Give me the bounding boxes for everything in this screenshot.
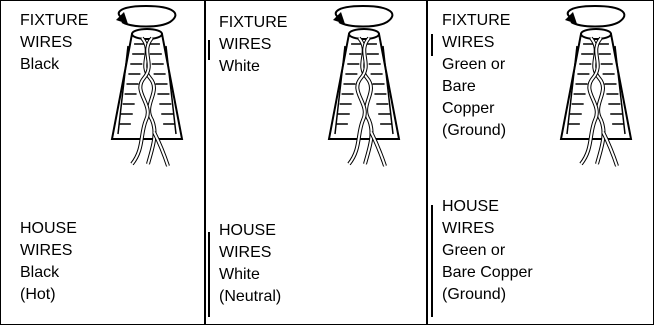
- rotation-arrow-icon: [116, 4, 177, 28]
- panel-divider: [426, 0, 428, 325]
- fixture-wires-label: FIXTURE WIRES Black: [20, 12, 89, 73]
- twisted-wires: [579, 36, 619, 167]
- house-wires-label: HOUSE WIRES White (Neutral): [219, 222, 282, 305]
- rotation-arrow-icon: [565, 4, 626, 28]
- wire-nut-icon: [110, 4, 184, 167]
- panel-black: FIXTURE WIRES Black HOUSE WIRES Black (H…: [0, 0, 205, 325]
- wire-nut-icon: [327, 4, 401, 167]
- wire-nut-body: [327, 28, 401, 140]
- wire-nut-body: [559, 28, 633, 140]
- divider-tick: [208, 232, 210, 317]
- panel-white: FIXTURE WIRES White HOUSE WIRES White (N…: [205, 0, 427, 325]
- panel-ground: FIXTURE WIRES Green or Bare Copper (Grou…: [427, 0, 654, 325]
- twisted-wires: [130, 36, 170, 167]
- fixture-wires-label: FIXTURE WIRES White: [219, 14, 288, 75]
- fixture-wires-label: FIXTURE WIRES Green or Bare Copper (Grou…: [442, 12, 511, 139]
- divider-tick: [431, 205, 433, 317]
- wire-nut-icon: [559, 4, 633, 167]
- rotation-arrow-icon: [333, 4, 394, 28]
- house-wires-label: HOUSE WIRES Black (Hot): [20, 220, 77, 303]
- twisted-wires: [347, 36, 387, 167]
- divider-tick: [208, 40, 210, 60]
- divider-tick: [431, 34, 433, 56]
- panel-divider: [204, 0, 206, 325]
- wire-nut-body: [110, 28, 184, 140]
- house-wires-label: HOUSE WIRES Green or Bare Copper (Ground…: [442, 198, 533, 303]
